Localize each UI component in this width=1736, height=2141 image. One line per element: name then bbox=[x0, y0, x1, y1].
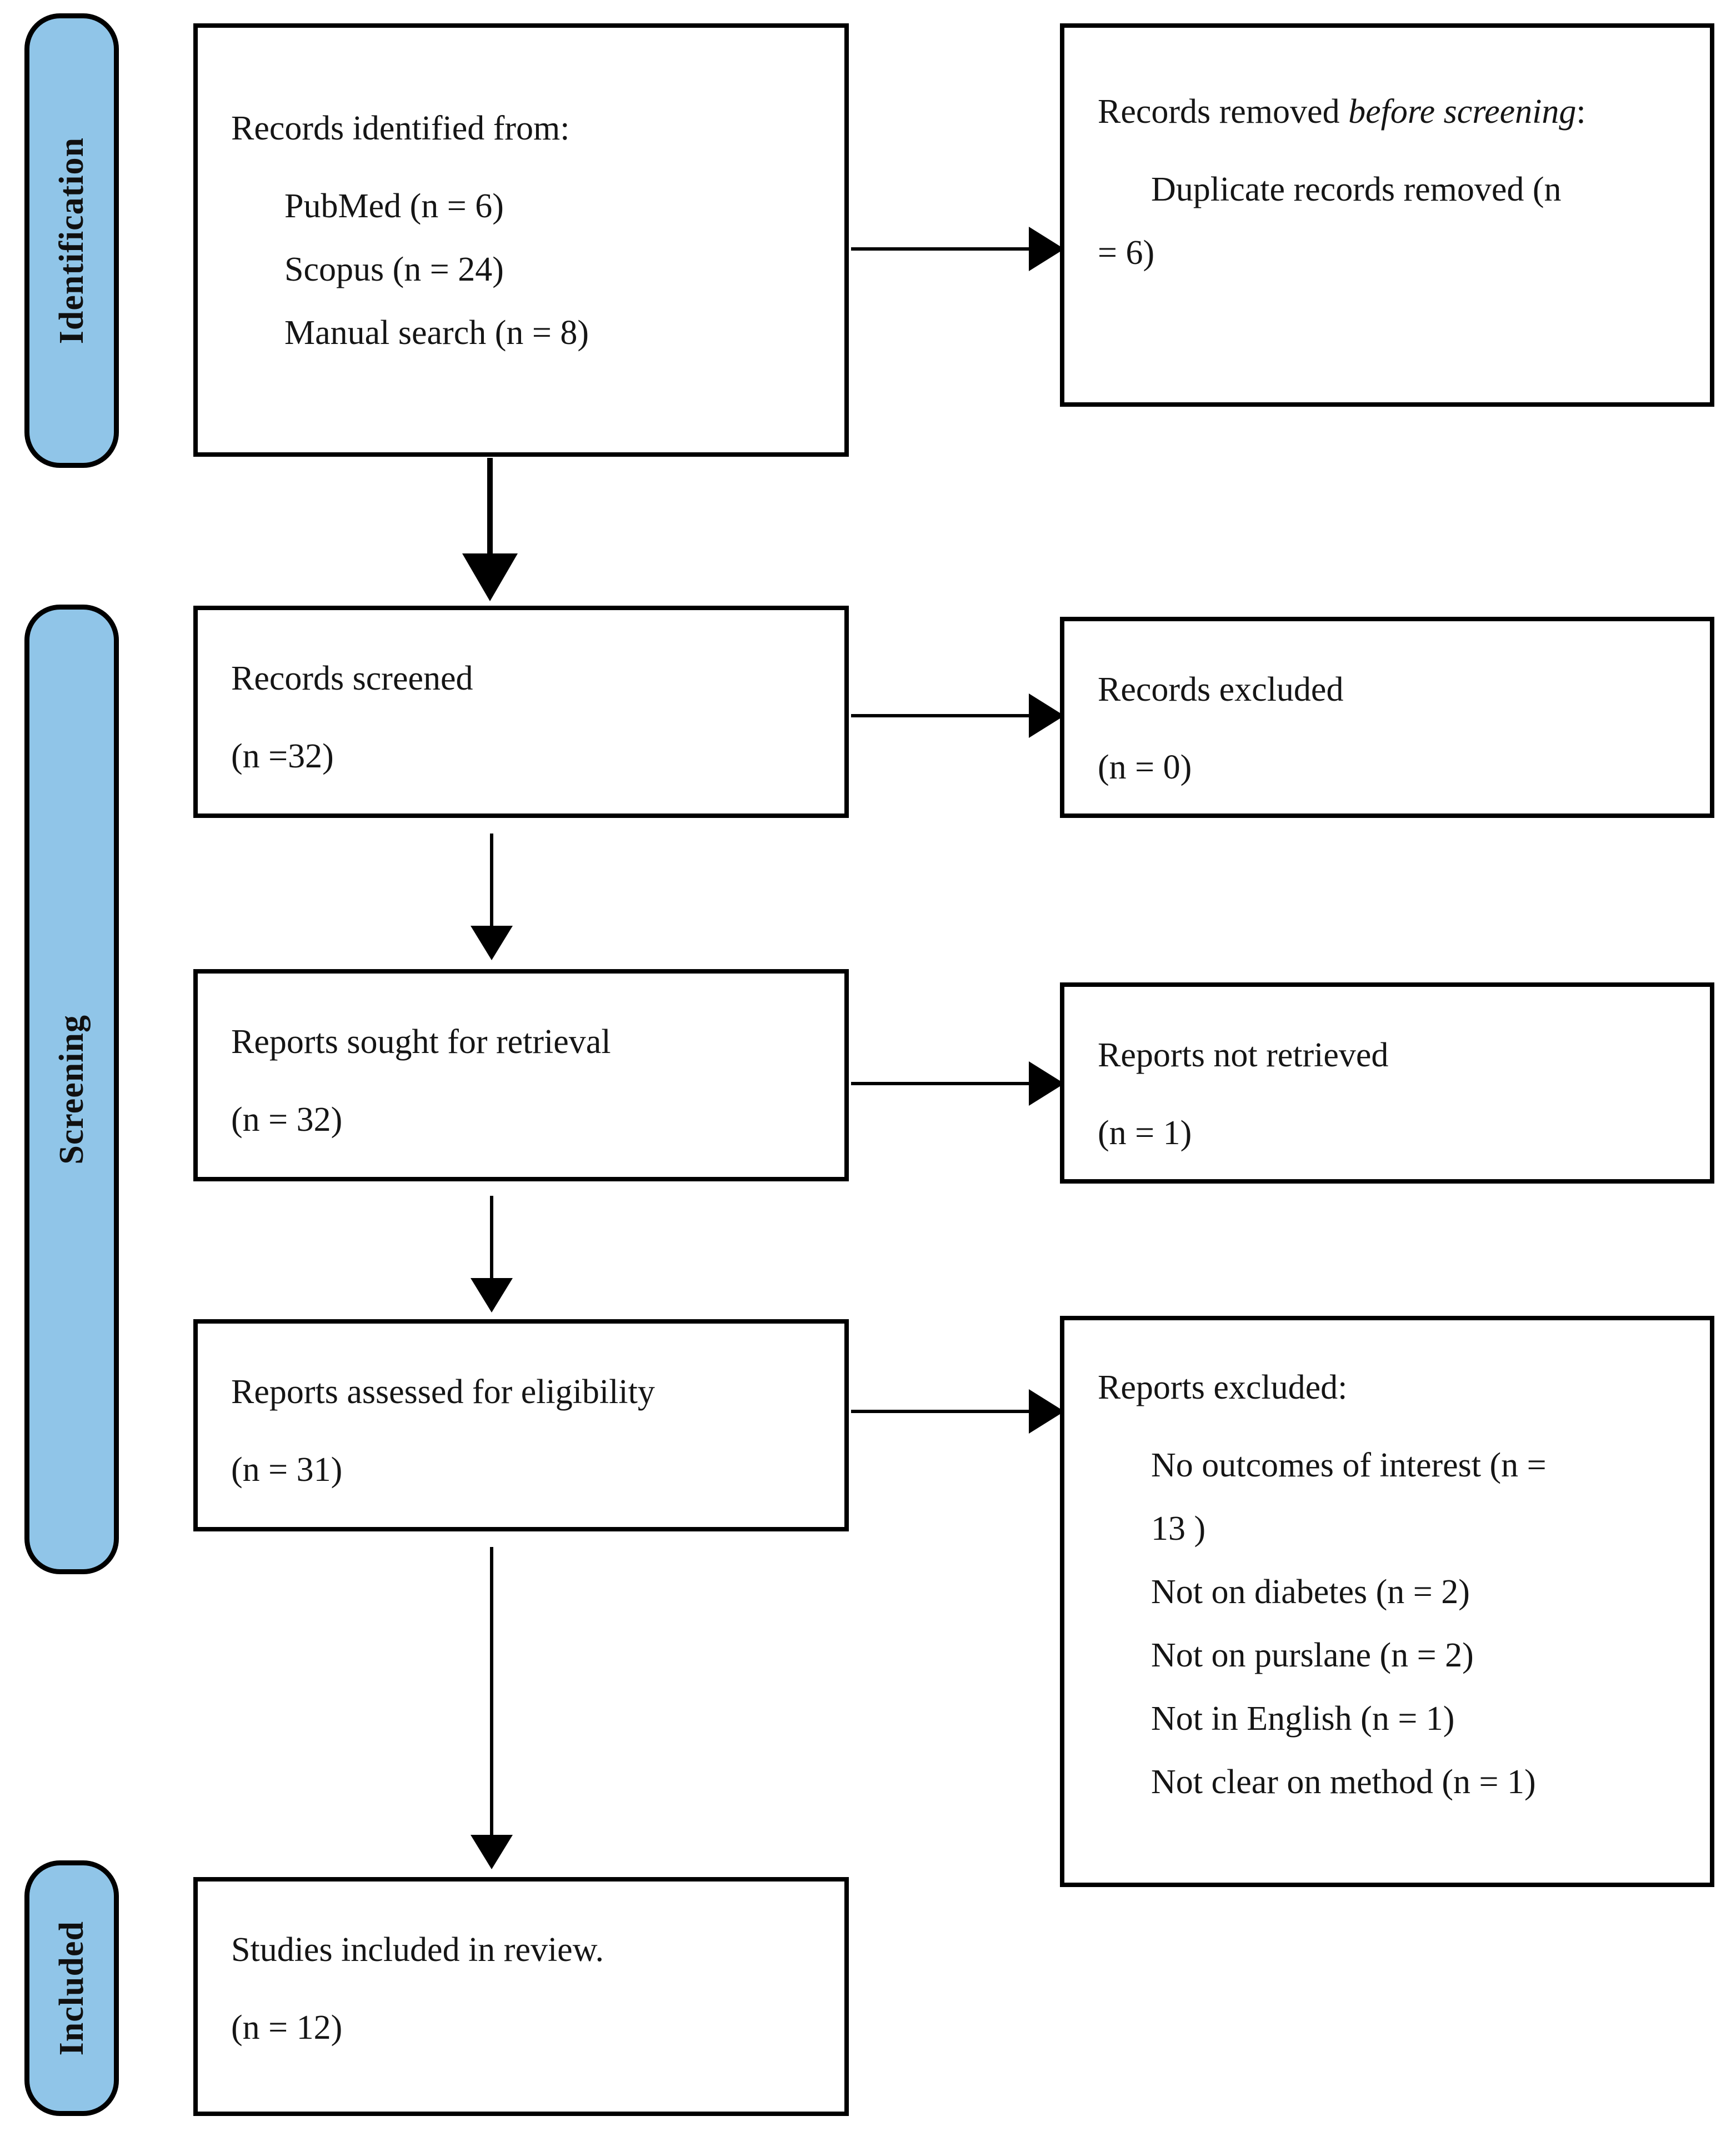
records-excluded-count: (n = 0) bbox=[1098, 748, 1192, 786]
studies-included-label: Studies included in review. bbox=[231, 1931, 604, 1969]
exclusion-reason-not-in-english: Not in English (n = 1) bbox=[1151, 1700, 1455, 1738]
stage-label-identification-text: Identification bbox=[52, 137, 91, 345]
stage-label-screening-text: Screening bbox=[52, 1014, 91, 1165]
box-records-excluded: Records excluded (n = 0) bbox=[1060, 617, 1714, 818]
arrow-head-right-icon bbox=[1029, 1061, 1064, 1106]
records-screened-count: (n =32) bbox=[231, 737, 334, 775]
exclusion-reason-not-clear-on-method: Not clear on method (n = 1) bbox=[1151, 1763, 1536, 1801]
studies-included-count: (n = 12) bbox=[231, 2009, 343, 2047]
arrow-head-right-icon bbox=[1029, 1389, 1064, 1434]
exclusion-reason-no-outcomes-line1: No outcomes of interest (n = bbox=[1151, 1446, 1547, 1484]
exclusion-reason-not-on-diabetes: Not on diabetes (n = 2) bbox=[1151, 1573, 1470, 1611]
duplicate-records-removed-line1: Duplicate records removed (n bbox=[1151, 171, 1562, 208]
records-removed-heading: Records removed before screening: bbox=[1098, 94, 1688, 129]
arrow-screened-to-sought bbox=[458, 834, 525, 960]
records-identified-heading: Records identified from: bbox=[231, 109, 570, 147]
stage-label-included-text: Included bbox=[52, 1920, 91, 2056]
stage-label-screening: Screening bbox=[24, 605, 119, 1574]
arrow-assessed-to-included bbox=[458, 1547, 525, 1869]
records-removed-heading-lead: Records removed bbox=[1098, 93, 1349, 131]
source-pubmed: PubMed (n = 6) bbox=[284, 187, 504, 225]
exclusion-reason-no-outcomes-line2: 13 ) bbox=[1151, 1510, 1206, 1548]
source-scopus: Scopus (n = 24) bbox=[284, 251, 504, 288]
arrow-head-right-icon bbox=[1029, 227, 1064, 271]
reports-assessed-label: Reports assessed for eligibility bbox=[231, 1373, 655, 1411]
arrow-head-down-icon bbox=[471, 1278, 513, 1312]
box-reports-sought-for-retrieval: Reports sought for retrieval (n = 32) bbox=[193, 969, 849, 1181]
arrow-assessed-to-reports-excluded bbox=[851, 1385, 1064, 1438]
reports-sought-label: Reports sought for retrieval bbox=[231, 1023, 611, 1061]
arrow-sought-to-not-retrieved bbox=[851, 1057, 1064, 1110]
arrow-shaft bbox=[490, 1547, 493, 1836]
arrow-head-down-icon bbox=[471, 926, 513, 960]
arrow-identified-to-removed bbox=[851, 222, 1064, 276]
box-reports-assessed-for-eligibility: Reports assessed for eligibility (n = 31… bbox=[193, 1319, 849, 1531]
exclusion-reason-not-on-purslane: Not on purslane (n = 2) bbox=[1151, 1636, 1474, 1674]
box-reports-excluded: Reports excluded: No outcomes of interes… bbox=[1060, 1316, 1714, 1887]
arrow-shaft bbox=[851, 1410, 1032, 1413]
box-studies-included-in-review: Studies included in review. (n = 12) bbox=[193, 1877, 849, 2116]
box-records-identified: Records identified from: PubMed (n = 6) … bbox=[193, 23, 849, 457]
arrow-screened-to-records-excluded bbox=[851, 689, 1064, 742]
arrow-shaft bbox=[851, 1082, 1032, 1085]
records-removed-heading-italic: before screening bbox=[1348, 93, 1577, 131]
box-records-removed-before-screening: Records removed before screening: Duplic… bbox=[1060, 23, 1714, 407]
arrow-shaft bbox=[490, 1196, 493, 1280]
arrow-shaft bbox=[487, 458, 493, 556]
reports-assessed-count: (n = 31) bbox=[231, 1451, 343, 1489]
reports-not-retrieved-label: Reports not retrieved bbox=[1098, 1036, 1389, 1074]
arrow-shaft bbox=[490, 834, 493, 928]
reports-not-retrieved-count: (n = 1) bbox=[1098, 1114, 1192, 1152]
box-reports-not-retrieved: Reports not retrieved (n = 1) bbox=[1060, 982, 1714, 1184]
arrow-head-down-icon bbox=[471, 1835, 513, 1869]
stage-label-included: Included bbox=[24, 1860, 119, 2116]
arrow-identified-to-screened bbox=[457, 458, 523, 601]
arrow-head-right-icon bbox=[1029, 693, 1064, 738]
records-screened-label: Records screened bbox=[231, 660, 473, 697]
reports-excluded-heading: Reports excluded: bbox=[1098, 1369, 1348, 1406]
arrow-shaft bbox=[851, 714, 1032, 717]
records-removed-heading-tail: : bbox=[1576, 93, 1586, 131]
records-excluded-label: Records excluded bbox=[1098, 671, 1344, 708]
reports-sought-count: (n = 32) bbox=[231, 1101, 343, 1139]
arrow-shaft bbox=[851, 247, 1032, 251]
arrow-head-down-icon bbox=[462, 553, 518, 601]
arrow-sought-to-assessed bbox=[458, 1196, 525, 1312]
duplicate-records-removed-line2: = 6) bbox=[1098, 234, 1155, 272]
source-manual-search: Manual search (n = 8) bbox=[284, 314, 589, 352]
stage-label-identification: Identification bbox=[24, 13, 119, 468]
box-records-screened: Records screened (n =32) bbox=[193, 606, 849, 818]
